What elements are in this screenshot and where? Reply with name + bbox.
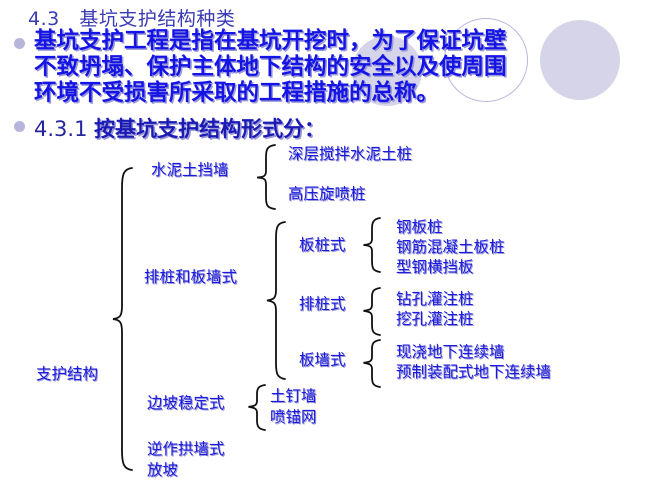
brace-cement-wall [254, 143, 280, 211]
page-title-number: 4.3 [28, 8, 60, 30]
page-title-text: 基坑支护结构种类 [79, 8, 236, 30]
tree-node-root: 支护结构 [36, 365, 99, 383]
brace-root [110, 166, 136, 472]
bullet-dot-subheading [14, 121, 25, 132]
intro-paragraph: 基坑支护工程是指在基坑开挖时，为了保证坑壁 不致坍塌、保护主体地下结构的安全以及… [34, 28, 634, 106]
leaf-shotcrete-anchor-net: 喷锚网 [270, 408, 317, 426]
leaf-high-pressure-jet-grouting-pile: 高压旋喷桩 [288, 185, 366, 203]
tree-node-slope-cut: 放坡 [147, 461, 179, 479]
leaf-soil-nail-wall: 土钉墙 [270, 387, 317, 405]
page-title: 4.3 基坑支护结构种类 [28, 4, 235, 31]
intro-paragraph-line-1: 基坑支护工程是指在基坑开挖时，为了保证坑壁 [34, 28, 507, 54]
bullet-dot-paragraph [14, 38, 25, 49]
subheading-number: 4.3.1 [34, 117, 88, 141]
brace-sheet-pile-items [361, 216, 385, 274]
leaf-cast-in-situ-diaphragm-wall: 现浇地下连续墙 [396, 343, 505, 361]
leaf-bored-cast-in-place-pile: 钻孔灌注桩 [396, 290, 474, 308]
tree-node-slab-wall-type: 板墙式 [299, 351, 346, 369]
decorative-circle-filled-left [352, 36, 422, 106]
leaf-dug-cast-in-place-pile: 挖孔灌注桩 [396, 310, 474, 328]
tree-node-reverse-arch-wall: 逆作拱墙式 [147, 440, 225, 458]
subheading: 4.3.1 按基坑支护结构形式分： [34, 113, 325, 143]
brace-row-pile-items [361, 286, 385, 336]
brace-slope-stable-items [246, 383, 270, 431]
intro-paragraph-line-2: 不致坍塌、保护主体地下结构的安全以及使周围 [34, 54, 507, 80]
brace-slab-wall-items [361, 338, 385, 388]
tree-node-row-pile-type: 排桩式 [299, 295, 346, 313]
tree-node-sheet-pile-type: 板桩式 [299, 236, 346, 254]
leaf-deep-mixing-cement-pile: 深层搅拌水泥土桩 [288, 145, 413, 163]
leaf-steel-section-lagging-board: 型钢横挡板 [396, 258, 474, 276]
decorative-circle-outline [444, 18, 528, 102]
leaf-rc-sheet-pile: 钢筋混凝土板桩 [396, 238, 505, 256]
tree-node-cement-wall: 水泥土挡墙 [151, 161, 229, 179]
tree-node-slope-stable: 边坡稳定式 [147, 394, 225, 412]
decorative-circle-filled-right [540, 20, 620, 100]
subheading-text: 按基坑支护结构形式分： [94, 117, 326, 141]
intro-paragraph-line-3: 环境不受损害所采取的工程措施的总称。 [34, 80, 440, 106]
tree-node-pile-slab-wall: 排桩和板墙式 [144, 268, 238, 286]
brace-pile-slab-wall [264, 220, 290, 381]
leaf-precast-assembled-diaphragm-wall: 预制装配式地下连续墙 [396, 363, 552, 381]
leaf-steel-sheet-pile: 钢板桩 [396, 218, 443, 236]
